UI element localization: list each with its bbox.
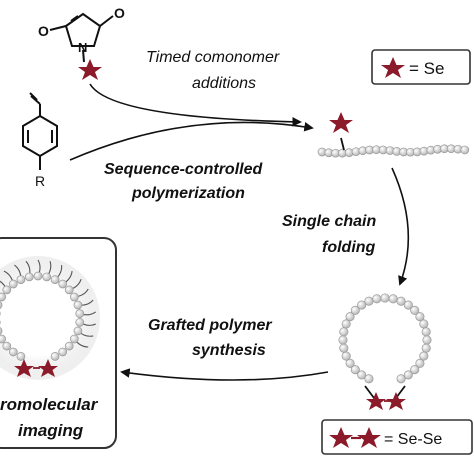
polymer-bead [73,300,83,310]
polymer-bead [339,343,349,353]
polymer-bead [8,279,18,289]
label-synthesis: synthesis [192,342,266,359]
polymer-bead [345,312,355,322]
star-linker [340,137,345,151]
polymer-bead [70,334,79,344]
grafted-polymer-ring [0,271,85,361]
arrow-polymerization [69,121,314,161]
label-single-chain: Single chain [282,213,377,230]
polymer-bead [42,272,52,282]
polymer-bead [0,327,3,335]
legend-se-box [371,49,471,85]
star-icon [381,57,405,78]
polymer-bead [415,358,425,368]
legend-sese-box [321,419,473,455]
polymer-bead [58,347,68,357]
polymer-bead [357,300,367,310]
polymer-bead [50,352,60,361]
polymer-bead [422,335,432,345]
maleimide-o-left: O [38,23,49,39]
styrene-r: R [35,173,45,189]
linear-polymer-chain [317,144,470,158]
polymer-bead [33,271,43,281]
star-icon [329,427,353,448]
polymer-bead [2,341,12,351]
maleimide-structure [49,12,114,63]
polymer-bead [403,370,413,380]
label-sequence-controlled: Sequence-controlled [104,161,263,178]
polymer-bead [357,370,367,380]
polymer-bead [364,296,374,306]
star-icon [14,359,34,377]
polymer-bead [8,347,18,357]
polymer-bead [341,351,351,361]
arrow-grafting [120,368,329,381]
polymer-bead [419,319,429,329]
polymer-bead [70,292,79,302]
maleimide-n: N [78,40,87,55]
label-imaging: imaging [18,421,84,440]
label-polymerization: polymerization [132,185,245,202]
polymer-bead [350,305,360,315]
polymer-bead [345,358,355,368]
polymer-bead [338,335,348,345]
styrene-structure [22,92,58,170]
label-folding: folding [322,239,376,256]
polymer-bead [396,374,406,384]
maleimide-o-right: O [114,5,125,21]
polymer-bead [403,300,413,310]
star-icon [366,392,386,410]
folded-polymer-ring [338,293,432,384]
polymer-bead [388,294,398,304]
polymer-bead [460,145,470,155]
polymer-bead [50,275,60,284]
polymer-bead [58,279,68,289]
polymer-bead [380,293,390,303]
polymer-bead [64,341,74,351]
label-timed-comonomer: Timed comonomer [146,49,280,66]
polymer-bead [16,275,26,284]
polymer-bead [0,292,6,302]
polymer-bead [410,365,420,375]
polymer-bead [24,272,34,282]
polymer-bead [396,296,406,306]
star-icon [38,359,58,377]
star-icon [78,59,102,80]
polymer-bead [364,374,374,384]
legend-se-label: = Se [409,59,444,78]
polymer-bead [341,319,351,329]
star-icon [357,427,381,448]
polymer-bead [350,365,360,375]
polymer-bead [421,343,431,353]
polymer-bead [73,326,83,336]
polymer-bead [16,352,26,361]
star-icon [329,112,353,133]
polymer-bead [0,334,6,344]
polymer-bead [75,318,85,327]
polymer-bead [339,327,349,337]
polymer-bead [2,285,12,295]
polymer-bead [64,285,74,295]
star-icon [386,392,406,410]
polymer-bead [372,294,382,304]
polymer-bead [0,301,3,309]
arrow-comonomer [89,83,302,127]
label-additions: additions [192,75,257,92]
polymer-bead [419,351,429,361]
polymer-bead [415,312,425,322]
arrow-folding [391,167,410,286]
legend-sese-label: = Se-Se [384,431,442,448]
label-macromolecular: romolecular [0,395,98,414]
polymer-bead [75,309,85,318]
label-grafted-polymer: Grafted polymer [148,317,272,334]
polymer-bead [421,327,431,337]
polymer-bead [410,305,420,315]
ring-linker-left [364,385,375,399]
